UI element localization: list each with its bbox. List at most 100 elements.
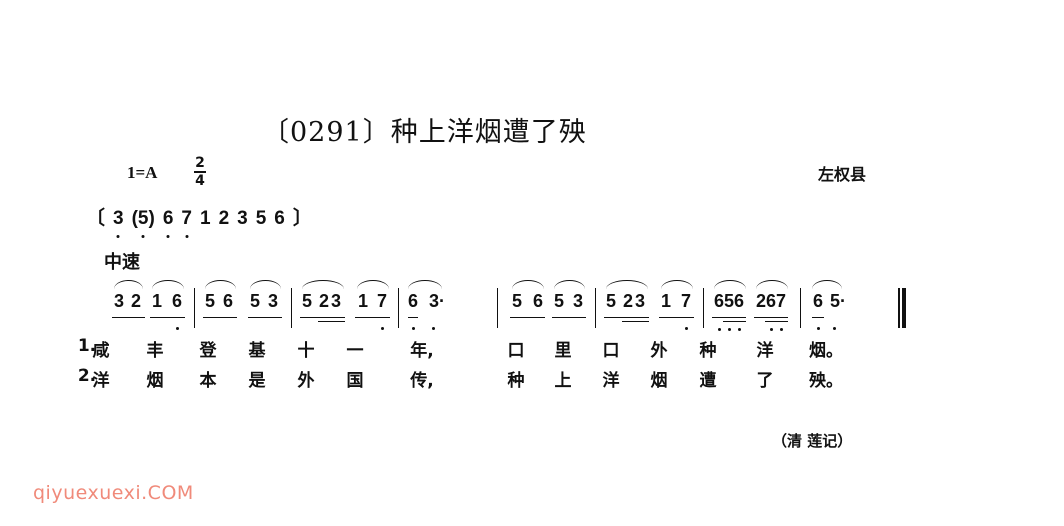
note: 5 <box>301 291 313 311</box>
low-octave-dot <box>717 328 721 331</box>
barline <box>497 288 498 328</box>
barline <box>595 288 596 328</box>
lyric-syllable: 遭 <box>699 371 717 391</box>
barline <box>800 288 801 328</box>
lyric-syllable: 种 <box>507 371 525 391</box>
note: 6 <box>407 291 419 311</box>
key-signature: 1=A <box>127 163 158 182</box>
scale-note: 7 <box>181 208 192 229</box>
note: 6 <box>222 291 234 311</box>
slur <box>661 280 693 289</box>
slur <box>554 280 585 289</box>
bracket-close: 〕 <box>292 208 312 229</box>
slur <box>302 280 344 289</box>
lyric-syllable: 洋 <box>756 341 774 361</box>
note: 3 <box>267 291 279 311</box>
slur <box>512 280 544 289</box>
time-signature-bottom: 4 <box>195 173 205 189</box>
low-octave-dot <box>737 328 741 331</box>
note: 6 <box>532 291 544 311</box>
scale-note: 6 <box>274 208 285 229</box>
note: 6 <box>733 291 745 311</box>
slur <box>152 280 184 289</box>
lyric-syllable: 口 <box>602 341 620 361</box>
note: 6 <box>171 291 183 311</box>
underline <box>604 317 649 318</box>
final-barline <box>898 288 900 328</box>
low-octave-dot <box>175 327 179 330</box>
slur <box>756 280 788 289</box>
note: 3 <box>572 291 584 311</box>
low-octave-dot <box>411 327 415 330</box>
note: 1 <box>357 291 369 311</box>
underline <box>112 317 145 318</box>
note: 2 <box>622 291 634 311</box>
slur <box>408 280 442 289</box>
slur <box>606 280 648 289</box>
lyric-syllable: 年, <box>410 341 434 361</box>
note: 5 <box>204 291 216 311</box>
lyric-syllable: 基 <box>248 341 266 361</box>
scale-note: 6 <box>162 208 174 229</box>
time-signature: 2 4 <box>194 156 206 188</box>
note: 1 <box>151 291 163 311</box>
note: 3 <box>634 291 646 311</box>
underline <box>552 317 586 318</box>
lyric-syllable: 十 <box>297 341 315 361</box>
lyric-syllable: 本 <box>199 371 217 391</box>
low-octave-dot <box>779 328 783 331</box>
underline <box>659 317 694 318</box>
note: 7 <box>775 291 787 311</box>
slur <box>812 280 842 289</box>
underline <box>248 317 282 318</box>
underline-16th <box>318 321 345 322</box>
note: 2 <box>318 291 330 311</box>
lyric-syllable: 国 <box>346 371 364 391</box>
lyric-syllable: 烟 <box>146 371 164 391</box>
note: 3· <box>428 291 446 311</box>
underline <box>812 317 824 318</box>
lyric-syllable: 外 <box>297 371 315 391</box>
lyric-syllable: 咸 <box>92 341 110 361</box>
verse-number: 1. <box>77 336 97 356</box>
lyric-syllable: 是 <box>248 371 266 391</box>
lyric-syllable: 传, <box>410 371 434 391</box>
lyric-syllable: 种 <box>699 341 717 361</box>
scale-note: 5 <box>255 208 267 229</box>
note: 1 <box>660 291 672 311</box>
underline <box>355 317 390 318</box>
underline <box>300 317 345 318</box>
scale-note: 3 <box>113 208 124 229</box>
scale-note: 2 <box>218 208 230 229</box>
note: 5 <box>723 291 735 311</box>
lyric-syllable: 了 <box>756 371 774 391</box>
lyric-syllable: 烟。 <box>809 341 843 361</box>
lyric-syllable: 上 <box>554 371 572 391</box>
note: 5 <box>511 291 523 311</box>
lyric-syllable: 外 <box>650 341 668 361</box>
time-signature-top: 2 <box>195 155 205 171</box>
underline <box>203 317 237 318</box>
low-octave-dot <box>684 327 688 330</box>
lyric-syllable: 里 <box>554 341 572 361</box>
slur <box>357 280 389 289</box>
barline <box>194 288 195 328</box>
underline-16th <box>622 321 649 322</box>
song-title: 〔0291〕种上洋烟遭了殃 <box>262 117 587 148</box>
barline <box>703 288 704 328</box>
low-octave-dot <box>380 327 384 330</box>
bracket-open: 〔 <box>86 208 106 229</box>
source-credit: （清 莲记） <box>772 432 853 450</box>
scale-note: 1 <box>199 208 211 229</box>
low-octave-dot <box>833 327 836 330</box>
slur <box>205 280 236 289</box>
lyric-syllable: 洋 <box>92 371 110 391</box>
final-barline-thick <box>902 288 906 328</box>
lyric-syllable: 丰 <box>146 341 164 361</box>
note: 7 <box>376 291 388 311</box>
scale-note: (5) <box>131 208 155 229</box>
underline <box>150 317 185 318</box>
note: 6 <box>713 291 725 311</box>
